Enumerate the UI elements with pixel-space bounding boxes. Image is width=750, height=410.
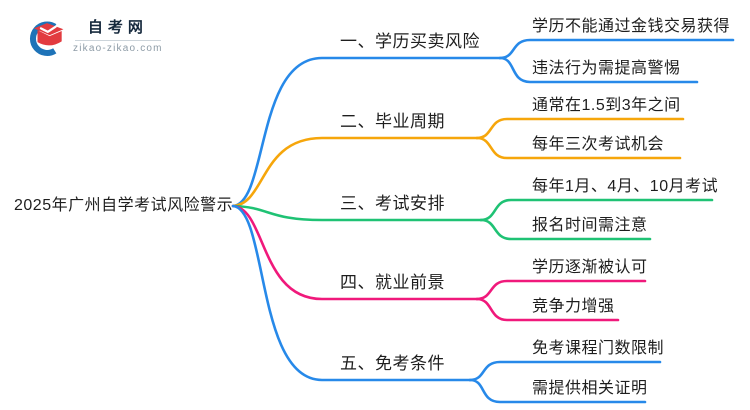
branch-connector-1 <box>231 38 735 208</box>
branch-label-4[interactable]: 四、就业前景 <box>340 273 445 292</box>
graduation-cap-icon <box>29 21 64 56</box>
logo-subtitle: zikao-zikao.com <box>73 43 163 54</box>
leaf-node-4b[interactable]: 竞争力增强 <box>532 298 615 315</box>
branch-label-3[interactable]: 三、考试安排 <box>340 194 445 213</box>
leaf-node-5b[interactable]: 需提供相关证明 <box>532 380 648 397</box>
branch-label-2[interactable]: 二、毕业周期 <box>340 112 445 131</box>
branch-label-1[interactable]: 一、学历买卖风险 <box>340 32 480 51</box>
central-topic[interactable]: 2025年广州自学考试风险警示 <box>14 197 234 214</box>
logo-divider <box>74 40 161 41</box>
leaf-node-3b[interactable]: 报名时间需注意 <box>532 217 648 234</box>
logo-title: 自考网 <box>87 19 148 36</box>
logo[interactable]: 自考网 zikao-zikao.com <box>28 16 163 58</box>
leaf-node-2a[interactable]: 通常在1.5到3年之间 <box>532 97 681 114</box>
leaf-node-1b[interactable]: 违法行为需提高警惕 <box>532 60 681 77</box>
leaf-node-5a[interactable]: 免考课程门数限制 <box>532 340 665 357</box>
leaf-node-2b[interactable]: 每年三次考试机会 <box>532 136 665 153</box>
leaf-node-1a[interactable]: 学历不能通过金钱交易获得 <box>532 18 731 35</box>
branch-label-5[interactable]: 五、免考条件 <box>340 354 445 373</box>
branch-connector-5 <box>231 204 662 404</box>
branch-connector-3 <box>231 198 714 241</box>
leaf-node-3a[interactable]: 每年1月、4月、10月考试 <box>532 178 719 195</box>
branch-connector-2 <box>231 117 685 208</box>
leaf-node-4a[interactable]: 学历逐渐被认可 <box>532 259 648 276</box>
branch-connector-4 <box>231 204 647 322</box>
